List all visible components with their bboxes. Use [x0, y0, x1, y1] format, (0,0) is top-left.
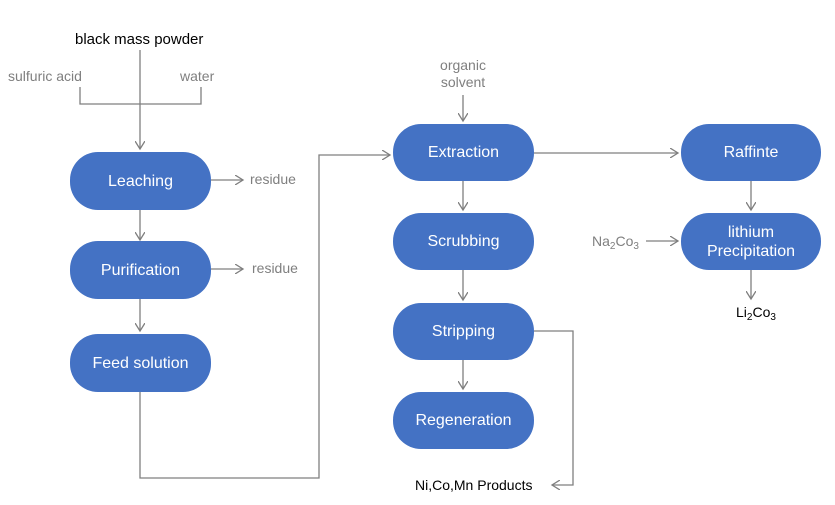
na2co3-label: Na2Co3	[592, 233, 639, 252]
organic-solvent-line1: organic	[440, 57, 486, 73]
black-mass-powder-label: black mass powder	[75, 31, 204, 48]
lithium-line2: Precipitation	[706, 242, 796, 260]
extraction-node: Extraction	[393, 124, 534, 181]
scrubbing-label: Scrubbing	[427, 233, 500, 250]
leaching-label: Leaching	[108, 172, 173, 190]
sulfuric-acid-label: sulfuric acid	[8, 68, 82, 84]
regeneration-label: Regeneration	[415, 412, 512, 429]
lithium-line1: lithium	[727, 223, 775, 241]
residue-label-2: residue	[252, 260, 298, 276]
leaching-node: Leaching	[70, 152, 211, 210]
water-label: water	[180, 68, 215, 84]
purification-node: Purification	[70, 241, 211, 299]
raffinate-label: Raffinte	[723, 144, 779, 161]
purification-label: Purification	[100, 261, 181, 279]
feed-solution-label: Feed solution	[92, 354, 189, 372]
extraction-label: Extraction	[427, 144, 500, 161]
residue-label-1: residue	[250, 171, 296, 187]
stripping-to-products-arrow	[534, 330, 574, 485]
feed-to-extraction-arrow	[139, 155, 390, 479]
li2co3-label: Li2Co3	[736, 304, 776, 323]
raffinate-node: Raffinte	[681, 124, 821, 181]
lithium-precipitation-node: lithium Precipitation	[681, 213, 821, 270]
stripping-label: Stripping	[431, 323, 496, 340]
stripping-node: Stripping	[393, 303, 534, 360]
ni-co-mn-products-label: Ni,Co,Mn Products	[415, 477, 533, 493]
feed-solution-node: Feed solution	[70, 334, 211, 392]
organic-solvent-line2: solvent	[440, 74, 486, 90]
organic-solvent-label: organic solvent	[427, 57, 499, 91]
scrubbing-node: Scrubbing	[393, 213, 534, 270]
regeneration-node: Regeneration	[393, 392, 534, 449]
